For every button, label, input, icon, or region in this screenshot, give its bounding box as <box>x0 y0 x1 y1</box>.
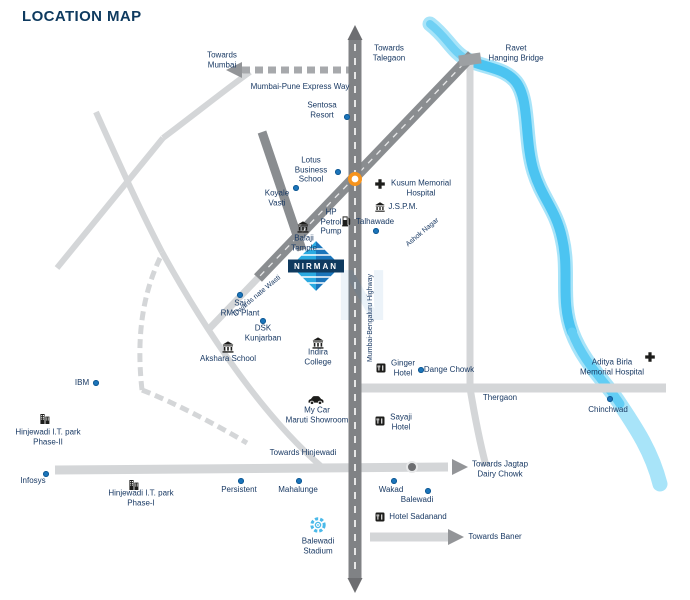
sentosa-resort-dot <box>344 114 350 120</box>
persistent-dot <box>238 478 244 484</box>
major-diagonal-roads <box>254 51 476 282</box>
school-icon <box>222 341 234 353</box>
koyale-vasti-dot <box>293 185 299 191</box>
dange-chowk-dot <box>418 367 424 373</box>
label-sayaji-hotel: Sayaji Hotel <box>390 412 412 431</box>
label-my-car-maruti-showroom: My Car Maruti Showroom <box>285 405 349 424</box>
label-balewadi-stadium: Balewadi Stadium <box>301 536 335 555</box>
label-koyale-vasti: Koyale Vasti <box>264 188 290 207</box>
label-jspm: J.S.P.M. <box>388 202 418 212</box>
highway-road <box>347 25 363 593</box>
arrow-jagtap <box>452 459 468 475</box>
hospital-cross-icon <box>375 179 385 189</box>
hotel-icon <box>375 416 385 426</box>
label-balewadi: Balewadi <box>400 495 434 505</box>
label-infosys: Infosys <box>20 476 46 486</box>
signal-junction <box>347 172 362 187</box>
page-title: LOCATION MAP <box>22 8 142 25</box>
petrol-pump-icon <box>342 216 351 227</box>
minor-roads <box>54 55 666 542</box>
stadium-icon <box>310 517 326 533</box>
label-towards-hinjewadi: Towards Hinjewadi <box>269 448 337 458</box>
label-ginger-hotel: Ginger Hotel <box>390 358 416 377</box>
label-lotus-business-school: Lotus Business School <box>294 155 328 184</box>
office-building-icon <box>129 480 139 490</box>
label-talhawade: Talhawade <box>355 217 395 227</box>
logo-text: NIRMAN <box>294 262 338 271</box>
label-hp-petrol-pump: HP Petrol Pump <box>320 207 342 236</box>
chinchwad-dot <box>607 396 613 402</box>
label-balaji-temple: Balaji Temple <box>291 233 317 252</box>
logo-watermark: N <box>336 256 388 336</box>
talhawade-dot <box>373 228 379 234</box>
hotel-icon <box>376 363 386 373</box>
label-towards-talegaon: Towards Talegaon <box>372 43 406 62</box>
mahalunge-dot <box>296 478 302 484</box>
label-hinjewadi-it-park-phase1: Hinjewadi I.T. park Phase-I <box>108 488 174 507</box>
arrow-baner <box>448 529 464 545</box>
arrow-talegaon <box>347 25 363 40</box>
car-icon <box>308 396 324 405</box>
hotel-icon <box>375 512 385 522</box>
temple-icon <box>297 221 309 233</box>
label-sai-rmc-plant: Sai RMC Plant <box>220 298 260 317</box>
label-hotel-sadanand: Hotel Sadanand <box>389 512 447 522</box>
hospital-cross-icon <box>645 352 655 362</box>
label-indira-college: Indira College <box>304 347 332 366</box>
label-wakad: Wakad <box>378 485 404 495</box>
label-ravet-hanging-bridge: Ravet Hanging Bridge <box>488 43 544 62</box>
label-towards-mumbai: Towards Mumbai <box>207 50 237 69</box>
arrow-mumbai <box>226 62 242 78</box>
sai-rmc-plant-dot <box>237 292 243 298</box>
arrow-south <box>347 578 363 593</box>
river <box>422 16 668 492</box>
dsk-kunjarban-dot <box>260 318 266 324</box>
wakad-dot <box>391 478 397 484</box>
label-mumbai-bengaluru-highway: Mumbai-Bengaluru Highway <box>366 274 374 362</box>
label-kusum-memorial-hospital: Kusum Memorial Hospital <box>390 178 452 197</box>
label-akshara-school: Akshara School <box>199 354 257 364</box>
label-dange-chowk: Dange Chowk <box>423 365 475 375</box>
label-dsk-kunjarban: DSK Kunjarban <box>244 323 282 342</box>
label-aditya-birla-memorial-hospital: Aditya Birla Memorial Hospital <box>579 357 645 376</box>
jspm-institute-icon <box>375 202 385 212</box>
office-building-icon <box>40 414 50 424</box>
direction-arrows <box>226 62 468 545</box>
college-icon <box>312 337 324 349</box>
label-hinjewadi-it-park-phase2: Hinjewadi I.T. park Phase-II <box>15 427 81 446</box>
infosys-dot <box>43 471 49 477</box>
label-sentosa-resort: Sentosa Resort <box>307 100 337 119</box>
label-persistent: Persistent <box>221 485 257 495</box>
label-ibm: IBM <box>74 378 90 388</box>
jagtap-junction <box>406 461 418 473</box>
label-mumbai-pune-express-way: Mumbai-Pune Express Way <box>250 82 350 92</box>
label-towards-jagtap-dairy-chowk: Towards Jagtap Dairy Chowk <box>471 459 529 478</box>
balewadi-dot <box>425 488 431 494</box>
ibm-dot <box>93 380 99 386</box>
label-thergaon: Thergaon <box>482 393 518 403</box>
label-mahalunge: Mahalunge <box>278 485 318 495</box>
label-towards-baner: Towards Baner <box>468 532 522 542</box>
lotus-business-school-dot <box>335 169 341 175</box>
ravet-bridge <box>458 52 482 67</box>
label-chinchwad: Chinchwad <box>588 405 628 415</box>
